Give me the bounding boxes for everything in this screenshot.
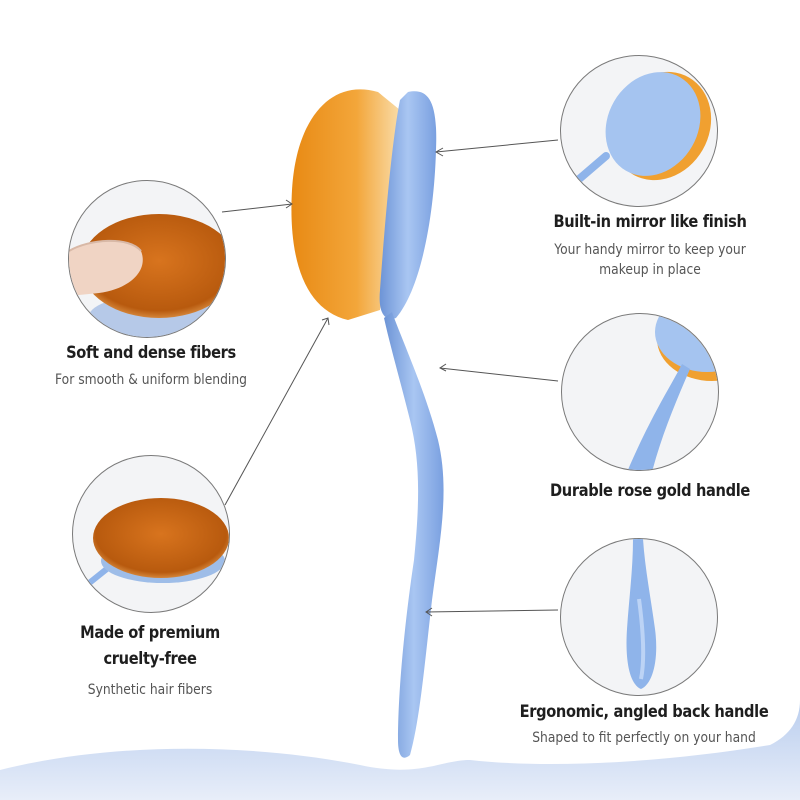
feature-image-handle-neck — [561, 313, 719, 471]
handle-grip-icon — [626, 539, 657, 689]
handle-neck-icon — [627, 314, 718, 470]
brush-head-closeup-icon — [73, 498, 229, 599]
brush-back-plate — [379, 91, 437, 319]
feature-title-soft-fibers: Soft and dense fibers — [66, 343, 236, 363]
feature-subtitle-cruelty-free: Synthetic hair fibers — [87, 682, 213, 698]
feature-image-soft-fibers — [68, 180, 226, 338]
finger-pressing-bristles-icon — [69, 214, 225, 337]
feature-subtitle-mirror: Your handy mirror to keep your makeup in… — [554, 242, 746, 278]
feature-image-cruelty-free — [72, 455, 230, 613]
feature-title-rose-gold-handle: Durable rose gold handle — [550, 481, 750, 501]
mirror-back-icon — [567, 71, 712, 190]
feature-title-cruelty-free: Made of premium cruelty-free — [80, 623, 220, 669]
feature-image-handle-grip — [560, 538, 718, 696]
feature-subtitle-soft-fibers: For smooth & uniform blending — [55, 372, 247, 388]
feature-title-ergonomic-handle: Ergonomic, angled back handle — [519, 702, 769, 722]
feature-image-mirror — [560, 55, 718, 207]
feature-title-mirror: Built-in mirror like finish — [553, 212, 747, 232]
feature-subtitle-ergonomic-handle: Shaped to fit perfectly on your hand — [532, 730, 756, 746]
bristle-head — [291, 89, 400, 321]
brush-handle — [384, 312, 444, 758]
